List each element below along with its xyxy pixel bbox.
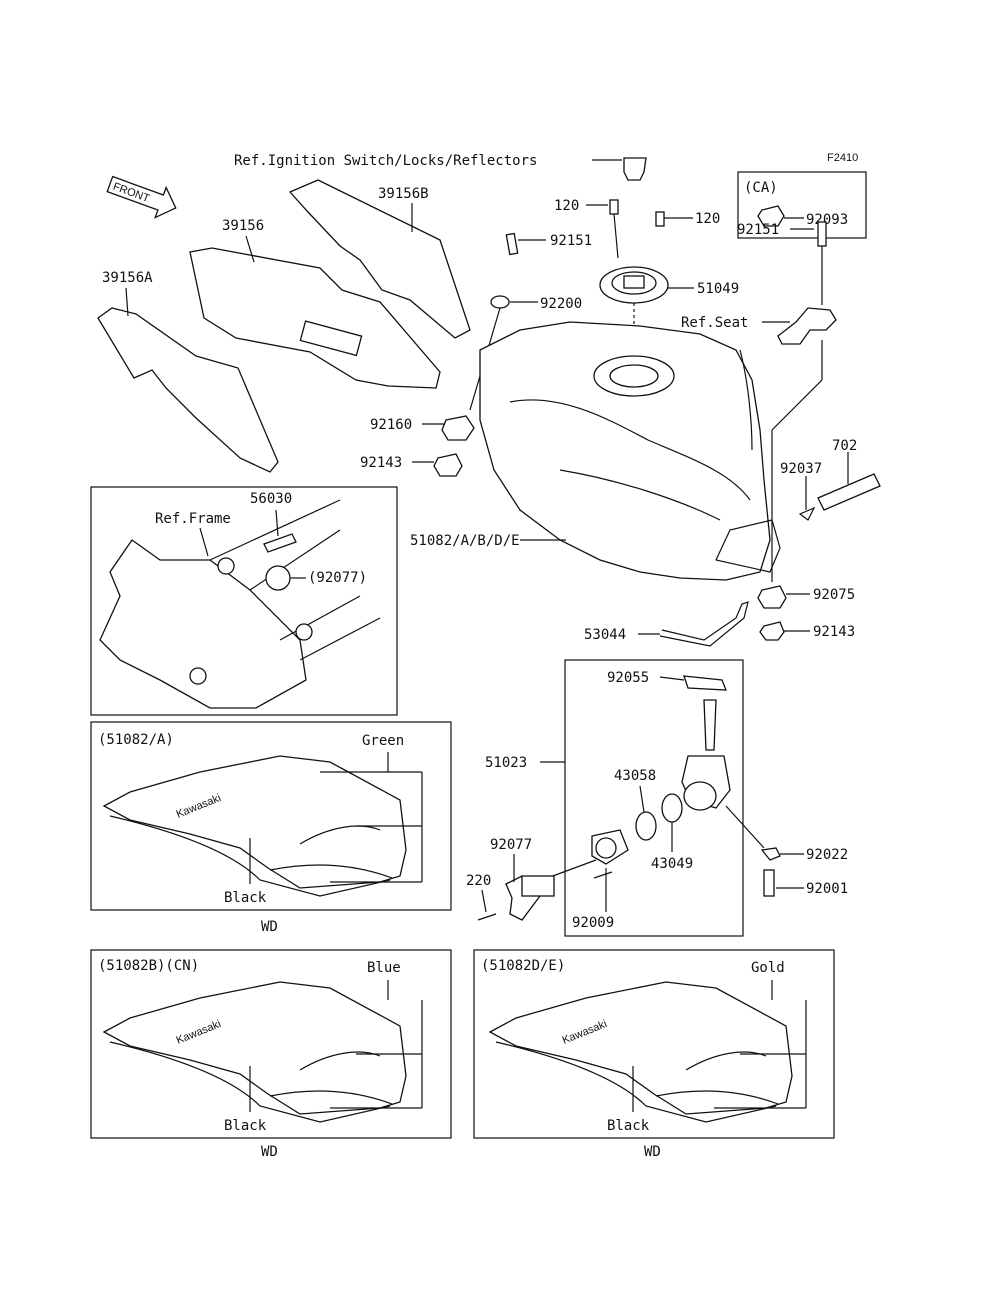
label-92151a: 92151 bbox=[550, 233, 592, 249]
ref-seat-label: Ref.Seat bbox=[681, 315, 748, 331]
ca-label: (CA) bbox=[744, 180, 778, 196]
variant-stripe: Black bbox=[224, 890, 267, 906]
ca-box bbox=[737, 171, 867, 239]
grommet-92160 bbox=[441, 415, 475, 441]
label-43058: 43058 bbox=[614, 768, 656, 784]
screw-220 bbox=[477, 913, 497, 921]
pin-702 bbox=[817, 473, 881, 511]
variant-stripe: Black bbox=[224, 1118, 267, 1134]
label-92160: 92160 bbox=[370, 417, 412, 433]
label-92200: 92200 bbox=[540, 296, 582, 312]
variant-code: (51082B)(CN) bbox=[98, 958, 199, 974]
fuel-cap-vent bbox=[623, 157, 647, 181]
variant-market: WD bbox=[644, 1144, 661, 1160]
oring-43058 bbox=[635, 811, 657, 841]
bolt-120a bbox=[609, 199, 619, 215]
variant-box-1: (51082/A) Kawasaki Green Black WD bbox=[90, 721, 452, 935]
pad-39156B bbox=[288, 179, 471, 339]
diaphragm-43049 bbox=[661, 793, 683, 823]
label-56030: 56030 bbox=[250, 491, 292, 507]
variant-code: (51082D/E) bbox=[481, 958, 565, 974]
label-702: 702 bbox=[832, 438, 857, 454]
label-43049: 43049 bbox=[651, 856, 693, 872]
label-120a: 120 bbox=[554, 198, 579, 214]
bolt-92151a bbox=[505, 232, 519, 256]
variant-color: Gold bbox=[751, 960, 785, 976]
pad-39156A bbox=[97, 307, 279, 473]
gasket-92055 bbox=[683, 675, 727, 691]
label-120b: 120 bbox=[695, 211, 720, 227]
pad-cutout bbox=[299, 320, 363, 357]
label-92009: 92009 bbox=[572, 915, 614, 931]
front-arrow-icon: FRONT bbox=[106, 175, 177, 219]
pad-39156 bbox=[189, 247, 441, 389]
fuel-strainer bbox=[703, 699, 717, 751]
label-92143b: 92143 bbox=[813, 624, 855, 640]
frame-detail-box bbox=[90, 486, 398, 716]
variant-market: WD bbox=[261, 919, 278, 935]
label-39156: 39156 bbox=[222, 218, 264, 234]
bracket-seat bbox=[777, 307, 837, 345]
variant-code: (51082/A) bbox=[98, 732, 174, 748]
label-92143a: 92143 bbox=[360, 455, 402, 471]
knob-92077 bbox=[265, 565, 291, 591]
fuel-cock-box bbox=[564, 659, 744, 937]
variant-color: Blue bbox=[367, 960, 401, 976]
variant-box-2: (51082B)(CN) Kawasaki Blue Black WD bbox=[90, 949, 452, 1160]
variant-color: Green bbox=[362, 733, 404, 749]
label-92151b: 92151 bbox=[737, 222, 779, 238]
label-51082: 51082/A/B/D/E bbox=[410, 533, 520, 549]
label-39156B: 39156B bbox=[378, 186, 429, 202]
bolt-92151b bbox=[817, 221, 827, 247]
label-220: 220 bbox=[466, 873, 491, 889]
variant-stripe: Black bbox=[607, 1118, 650, 1134]
label-92055: 92055 bbox=[607, 670, 649, 686]
nut-92093 bbox=[757, 205, 785, 227]
variant-market: WD bbox=[261, 1144, 278, 1160]
label-39156A: 39156A bbox=[102, 270, 153, 286]
label-92093: 92093 bbox=[806, 212, 848, 228]
tank-rear-mount bbox=[715, 519, 781, 573]
fuel-tank-51082 bbox=[479, 321, 771, 581]
rod-53044 bbox=[659, 601, 749, 647]
variant-box-3: (51082D/E) Kawasaki Gold Black WD bbox=[473, 949, 835, 1160]
collar-92143b bbox=[759, 621, 785, 641]
ref-frame-label: Ref.Frame bbox=[155, 511, 231, 527]
clip-92037 bbox=[798, 506, 816, 521]
label-51049: 51049 bbox=[697, 281, 739, 297]
label-92022: 92022 bbox=[806, 847, 848, 863]
ref-ignition-label: Ref.Ignition Switch/Locks/Reflectors bbox=[234, 153, 537, 169]
bolt-120b bbox=[655, 211, 665, 227]
label-92077a: (92077) bbox=[308, 570, 367, 586]
label-92001: 92001 bbox=[806, 881, 848, 897]
bolt-92001 bbox=[763, 869, 775, 897]
label-92037: 92037 bbox=[780, 461, 822, 477]
washer-92022 bbox=[760, 847, 781, 861]
washer-92200 bbox=[490, 295, 510, 309]
label-plate-56030 bbox=[263, 533, 297, 553]
frame-body bbox=[99, 539, 307, 709]
damper-92075 bbox=[757, 585, 787, 609]
label-51023: 51023 bbox=[485, 755, 527, 771]
screw-92009 bbox=[593, 871, 613, 879]
collar-92143a bbox=[433, 453, 463, 477]
label-92075: 92075 bbox=[813, 587, 855, 603]
label-53044: 53044 bbox=[584, 627, 626, 643]
label-92077b: 92077 bbox=[490, 837, 532, 853]
figure-code: F2410 bbox=[827, 152, 858, 164]
